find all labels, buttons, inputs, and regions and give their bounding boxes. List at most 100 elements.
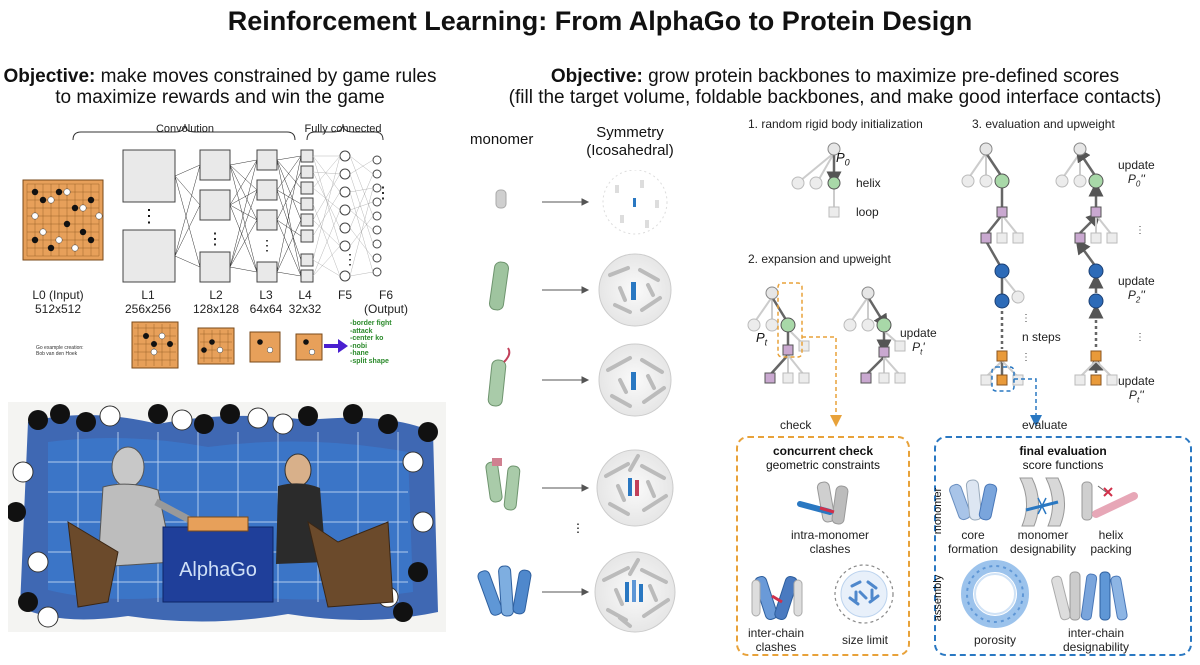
fully-connected-label: Fully connected	[304, 123, 381, 135]
helix-label: helix	[856, 176, 881, 190]
assembly-5	[594, 551, 676, 633]
size-limit-image	[834, 564, 894, 624]
evaluate-label: evaluate	[1022, 418, 1068, 432]
assembly-2	[598, 253, 672, 327]
input-board	[22, 179, 104, 261]
svg-text:⋮: ⋮	[207, 231, 223, 248]
monomer-5	[477, 565, 532, 617]
left-objective: Objective: make moves constrained by gam…	[0, 66, 440, 108]
helix-packing-image	[1081, 481, 1138, 521]
concurrent-check-header: concurrent check geometric constraints	[765, 444, 881, 472]
svg-text:⋮: ⋮	[1135, 225, 1145, 236]
layer-label-f6: F6(Output)	[363, 288, 408, 316]
assembly-3	[598, 343, 672, 417]
update-p0-label: update P0''	[1118, 158, 1155, 189]
svg-text:⋮: ⋮	[1135, 332, 1145, 343]
left-objective-line1: make moves constrained by game rules	[100, 66, 437, 87]
svg-text:⋮: ⋮	[343, 251, 357, 267]
monomer-header: monomer	[470, 131, 534, 148]
page-title: Reinforcement Learning: From AlphaGo to …	[227, 6, 973, 36]
alphago-table-label: AlphaGo	[179, 559, 257, 581]
right-objective-line2: (fill the target volume, foldable backbo…	[508, 87, 1162, 108]
move-types-list: -border fight -attack -center ko -nobi -…	[350, 320, 392, 365]
tree-step-3-left	[961, 142, 1042, 427]
monomer-3	[487, 347, 511, 407]
step-3-label: 3. evaluation and upweight	[972, 117, 1115, 131]
svg-text:⋮: ⋮	[1021, 352, 1031, 363]
human-figure	[276, 453, 394, 608]
p0-label: P0	[836, 150, 850, 168]
cnn-diagram: Convolution Fully connected ⋮ ⋮	[22, 123, 391, 283]
monomer-4	[485, 458, 521, 511]
check-label: check	[780, 418, 812, 432]
core-formation-image	[949, 479, 998, 521]
n-steps-label: n steps	[1022, 330, 1061, 344]
check-arrow-icon	[830, 415, 842, 427]
left-objective-label: Objective:	[3, 66, 96, 87]
tree-step-1	[791, 142, 842, 218]
layer-label-f5: F5	[337, 288, 352, 302]
size-limit-label: size limit	[841, 633, 888, 647]
loop-label: loop	[856, 205, 879, 219]
pt-label: Pt	[756, 330, 768, 348]
right-objective-label: Objective:	[550, 66, 643, 87]
assembly-1	[602, 170, 668, 235]
evaluate-arrow-icon	[1030, 415, 1042, 427]
fc-bracket	[306, 123, 384, 141]
robot-figure	[67, 446, 211, 608]
assembly-4	[596, 449, 674, 527]
alphago-illustration: AlphaGo	[8, 402, 446, 632]
update-p2-label: update P2''	[1118, 274, 1155, 305]
inter-chain-designability-image	[1051, 571, 1128, 621]
concurrent-check-box	[736, 436, 910, 656]
left-objective-line2: to maximize rewards and win the game	[55, 87, 385, 108]
svg-text:⋮: ⋮	[1021, 313, 1031, 324]
step-1-label: 1. random rigid body initialization	[748, 117, 923, 131]
final-evaluation-box	[934, 436, 1192, 656]
right-objective: Objective: grow protein backbones to max…	[470, 66, 1200, 108]
intra-monomer-clash-image	[797, 481, 849, 525]
monomer-2	[489, 261, 509, 311]
step-2-label: 2. expansion and upweight	[748, 252, 891, 266]
assembly-side-label: assembly	[932, 574, 944, 622]
svg-text:⋮: ⋮	[375, 185, 391, 202]
monomer-designability-image	[1019, 477, 1065, 527]
example-credit: Go example creation:Bob van den Hoek	[36, 345, 84, 357]
update-pt2-label: update Pt''	[1118, 374, 1155, 405]
svg-text:⋮: ⋮	[140, 206, 158, 226]
tree-step-3-right	[1055, 142, 1118, 386]
inter-chain-clash-image	[751, 576, 803, 620]
tree-step-2-left	[747, 282, 842, 427]
convolution-bracket	[72, 123, 296, 141]
evaluate-arrow-line	[1014, 378, 1037, 417]
layer-l4	[300, 149, 314, 283]
symmetry-header: Symmetry (Icosahedral)	[586, 124, 674, 159]
symmetry-column: ⋮	[477, 170, 676, 633]
layer-label-l0: L0 (Input)512x512	[32, 288, 84, 316]
monomer-1	[495, 189, 507, 209]
right-objective-line1: grow protein backbones to maximize pre-d…	[648, 66, 1120, 87]
check-arrow-line	[802, 336, 837, 417]
tree-step-2-right	[843, 286, 906, 384]
svg-text:⋮: ⋮	[260, 237, 274, 253]
tree-search-diagram: ⋮ ⋮ ⋮ ⋮	[747, 142, 1145, 427]
layer-f6	[372, 155, 382, 277]
output-arrow-icon	[338, 339, 348, 353]
conv-connections	[174, 155, 302, 277]
layer-l3: ⋮	[256, 149, 278, 283]
fc-connections	[312, 155, 374, 277]
porosity-label: porosity	[973, 633, 1017, 647]
layer-l2: ⋮	[199, 149, 231, 283]
small-boards	[131, 321, 348, 369]
final-evaluation-header: final evaluation score functions	[1019, 444, 1107, 472]
update-pt-label: update Pt'	[900, 326, 937, 357]
